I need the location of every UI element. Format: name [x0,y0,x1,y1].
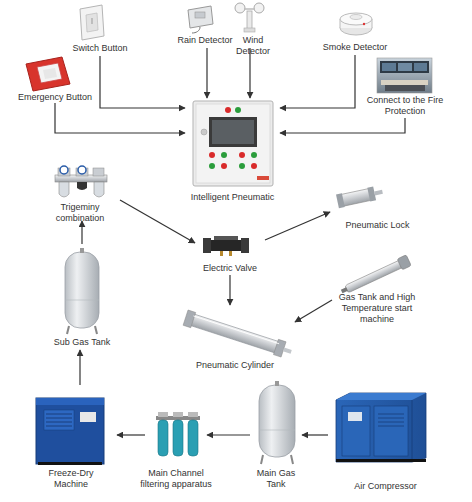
component-label: Pneumatic Cylinder [175,360,295,371]
refrigerated-dryer [36,398,104,465]
solenoid-valve [203,236,249,256]
component-label: Switch Button [62,43,138,54]
equipment-node: Connect to the Fire Protection [365,55,445,118]
equipment-node: Pneumatic Cylinder [175,305,295,372]
flow-arrow [207,434,250,435]
equipment-node: Electric Valve [195,230,265,275]
lock-cylinder [336,185,384,208]
start-tube [339,255,411,297]
control-panel [193,101,273,186]
component-label: Freeze-Dry Machine [41,468,101,490]
equipment-node: Gas Tank and High Temperature start mach… [332,255,422,325]
equipment-node: Rain Detector [180,2,230,48]
equipment-node: Main Gas Tank [250,378,302,493]
flow-arrow [100,56,185,108]
flow-arrow [117,434,145,435]
flow-arrow [229,275,230,305]
component-label: Connect to the Fire Protection [365,95,445,117]
component-label: Main Gas Tank [254,468,299,490]
flow-arrow [265,212,330,240]
component-label: Emergency Button [12,92,98,103]
air-tank [259,381,295,464]
component-label: Electric Valve [195,263,265,274]
equipment-node: Wind Detector [230,2,276,48]
flow-arrow [302,434,328,435]
flow-arrow [55,103,185,133]
flow-arrow [81,221,82,244]
air-tank [65,248,99,334]
flow-arrow [206,48,207,98]
pneumatic-cylinder [183,310,294,360]
flow-arrow [79,350,80,385]
component-label: Air Compressor [328,481,443,492]
flow-arrow [280,118,405,133]
flow-arrow [295,300,332,322]
component-label: Pneumatic Lock [330,220,425,231]
flow-arrow [120,200,195,243]
control-room-photo [377,58,432,93]
equipment-node: Trigeminy combination [40,165,120,221]
smoke-sensor [340,13,372,35]
equipment-node: Air Compressor [328,390,443,493]
component-label: Smoke Detector [315,42,395,53]
frl-unit [55,166,107,197]
component-label: Gas Tank and High Temperature start mach… [335,292,419,325]
component-label: Wind Detector [225,35,281,57]
screw-compressor [336,393,426,462]
rain-sensor [188,6,213,33]
equipment-node: Sub Gas Tank [50,244,114,350]
equipment-node: Smoke Detector [315,8,395,55]
emergency-box [26,57,70,91]
equipment-node: Freeze-Dry Machine [25,385,117,493]
component-label: Intelligent Pneumatic [185,192,280,203]
component-label: Sub Gas Tank [50,337,114,348]
component-label: Rain Detector [177,35,233,46]
wind-sensor [235,3,264,32]
equipment-node: Pneumatic Lock [330,182,425,232]
flow-arrow [280,55,355,108]
equipment-node: Intelligent Pneumatic [185,98,280,205]
equipment-node: Emergency Button [12,55,98,103]
component-label: Trigeminy combination [50,202,110,224]
switch-plate [80,5,104,40]
line-filters [156,412,200,456]
component-label: Main Channel filtering apparatus [133,468,219,490]
equipment-node: Main Channel filtering apparatus [145,405,207,493]
equipment-node: Switch Button [62,2,138,56]
